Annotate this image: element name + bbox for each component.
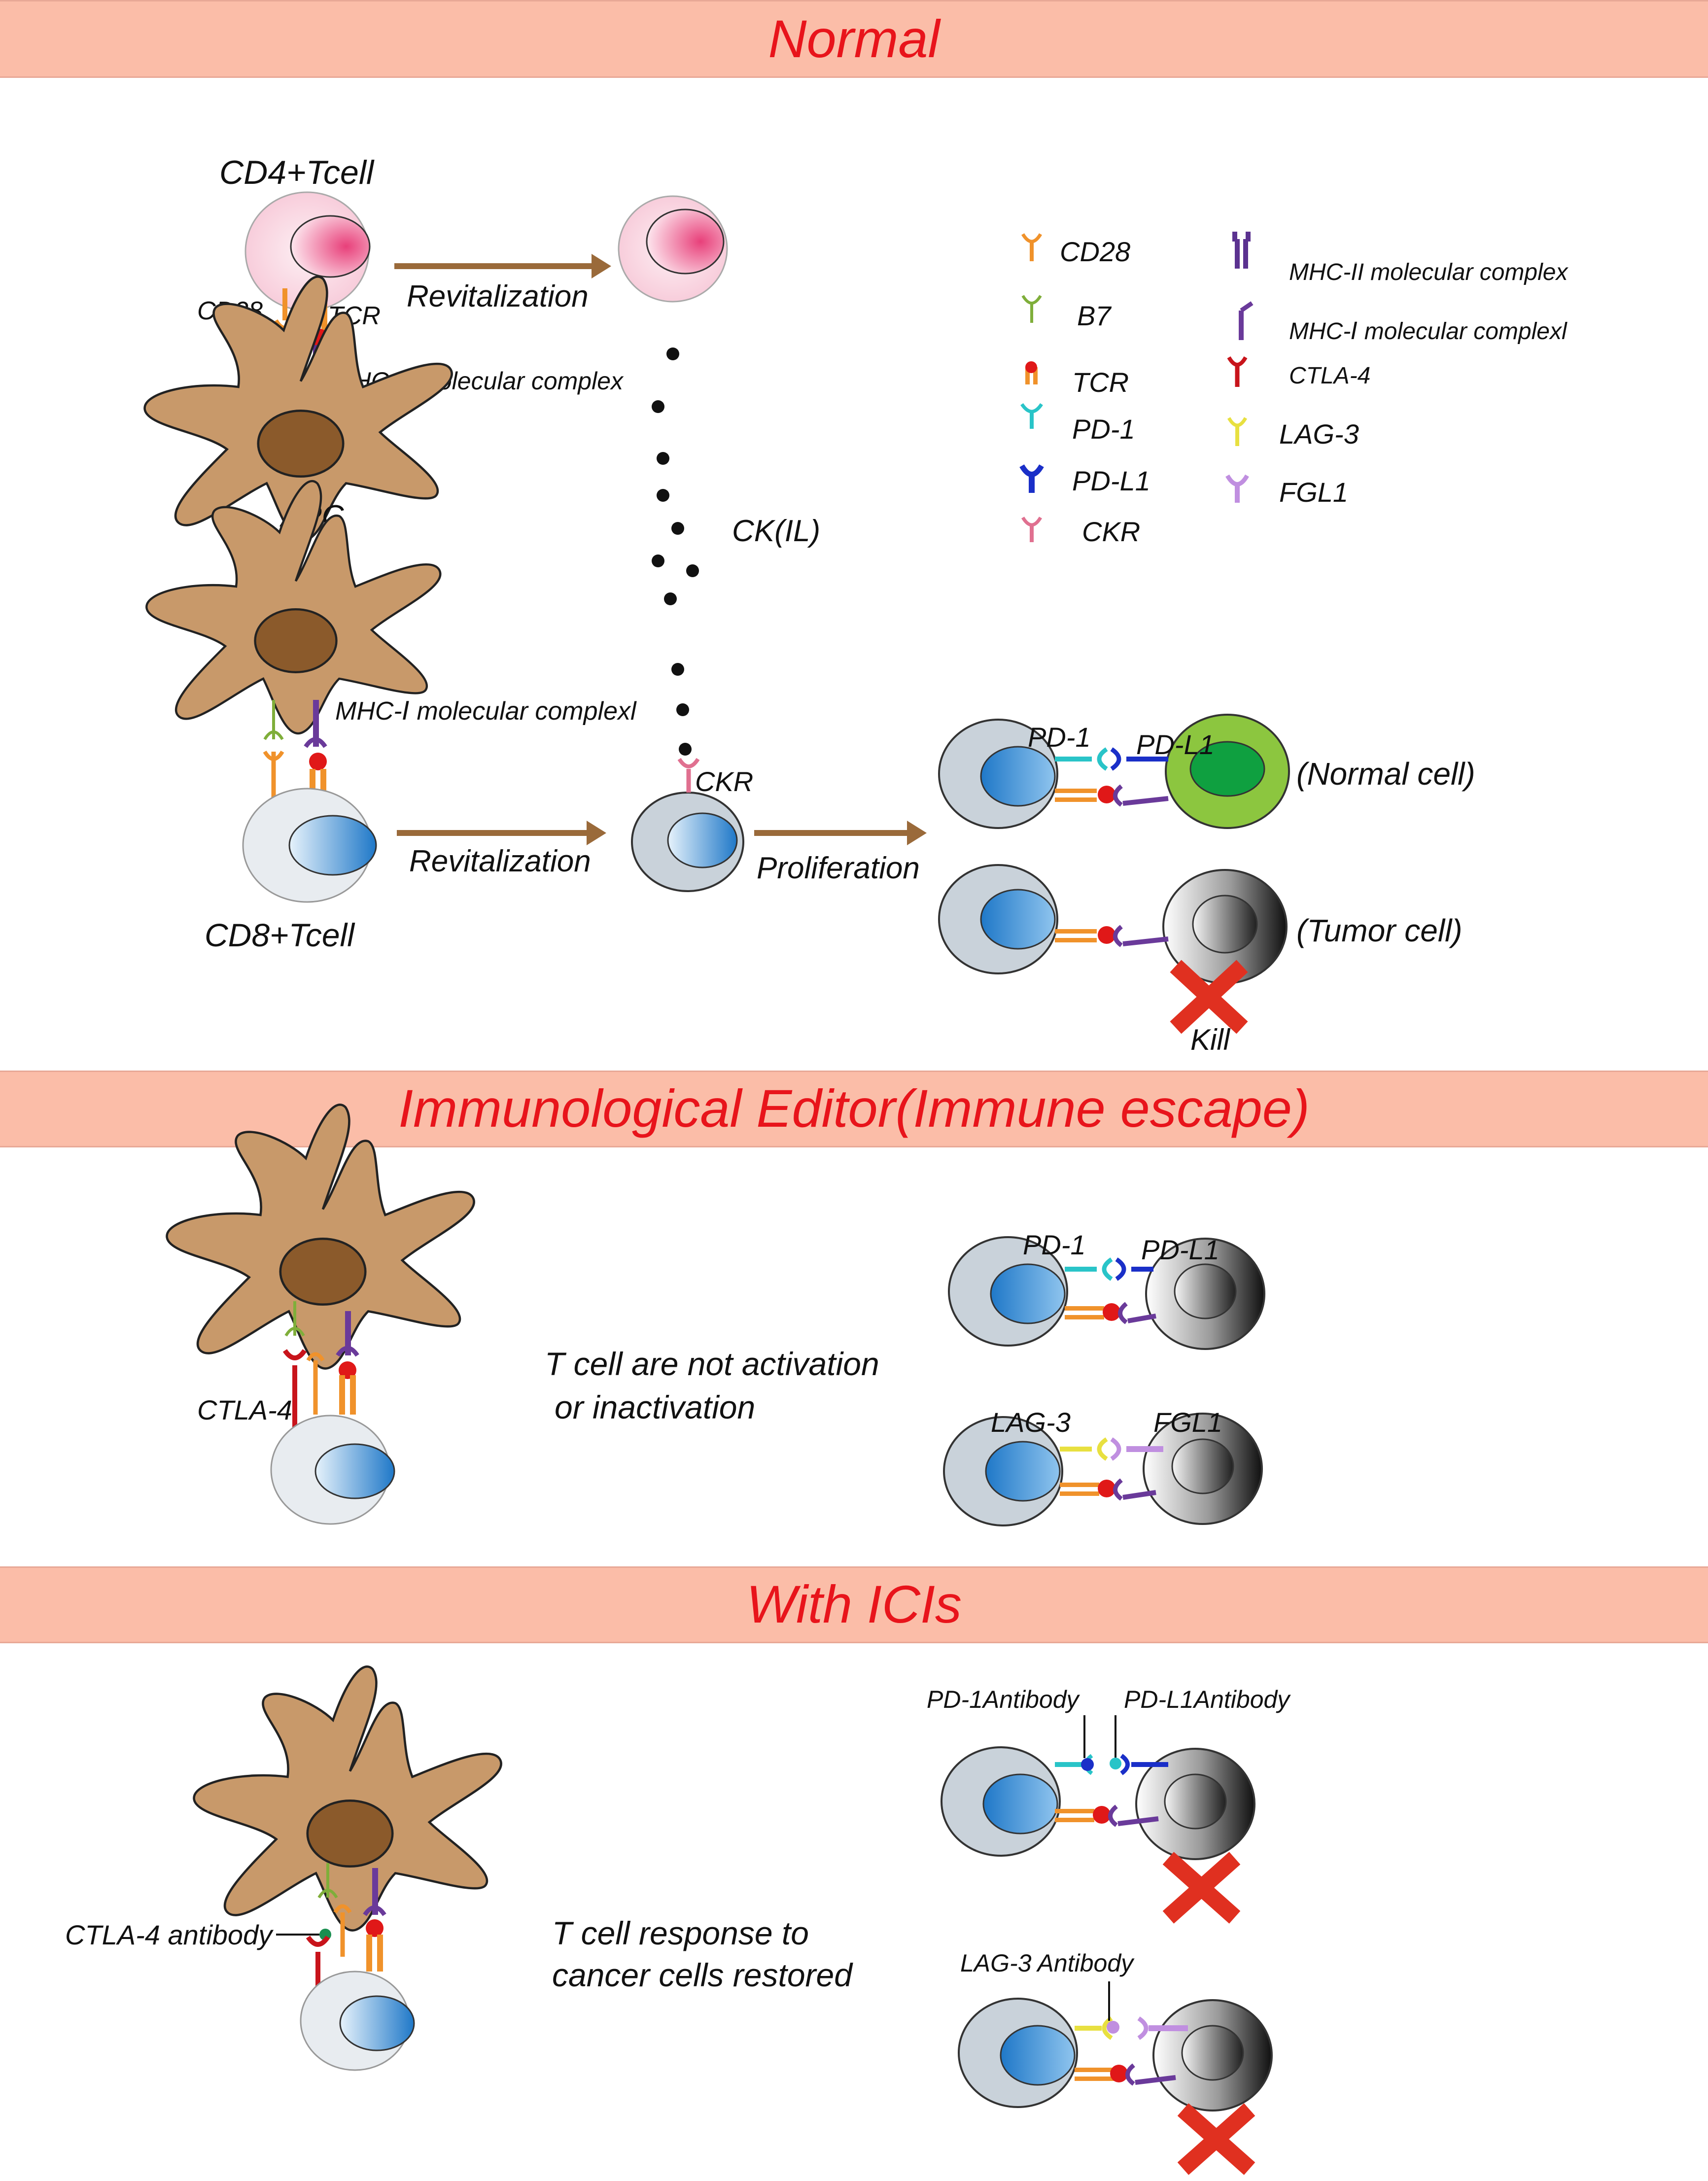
pd1-antibody-label: PD-1Antibody [927, 1686, 1080, 1713]
legend-ctla4: CTLA-4 [1227, 356, 1370, 389]
legend-lag3-label: LAG-3 [1279, 418, 1359, 450]
section-title-normal: Normal [768, 9, 940, 69]
lag3-antibody-label: LAG-3 Antibody [960, 1949, 1135, 1977]
section-title-icis: With ICIs [746, 1574, 962, 1634]
ctla4-receptor-icon [1227, 356, 1248, 387]
ck-il-label: CK(IL) [732, 514, 820, 548]
section-header-escape: Immunological Editor(Immune escape) [0, 1071, 1708, 1147]
icis-apc-synapse [276, 1863, 386, 2006]
pd1-label-escape: PD-1 [1023, 1229, 1086, 1260]
legend-pdl1: PD-L1 [1019, 464, 1150, 496]
activated-cd4-cell [618, 195, 728, 303]
legend-cd28-label: CD28 [1060, 236, 1130, 267]
kill-cross-icon [1170, 960, 1248, 1034]
legend-ckr-label: CKR [1082, 516, 1140, 547]
apc-cell-icis [194, 1666, 501, 1930]
legend-pd1: PD-1 [1020, 403, 1135, 445]
escape-lag3-fgl1-interaction [943, 1413, 1263, 1526]
kill-cross-icon [1162, 1852, 1241, 1924]
section-header-normal: Normal [0, 0, 1708, 78]
legend-ctla4-label: CTLA-4 [1289, 363, 1370, 389]
escape-pd1-pdl1-interaction [948, 1236, 1265, 1350]
legend-fgl1: FGL1 [1225, 474, 1348, 508]
icis-message-line1: T cell response to [552, 1915, 809, 1951]
pdl1-label-normal: PD-L1 [1136, 729, 1215, 760]
lag3-receptor-icon [1227, 417, 1248, 446]
legend-mhc1-label: MHC-Ⅰ molecular complexl [1289, 318, 1568, 345]
legend-ckr: CKR [1021, 516, 1140, 547]
section-title-escape: Immunological Editor(Immune escape) [398, 1078, 1310, 1138]
mhc1-label: MHC-Ⅰ molecular complexl [335, 697, 637, 726]
cd4-tcell-label: CD4+Tcell [219, 154, 375, 191]
fgl1-label-escape: FGL1 [1153, 1407, 1222, 1438]
ctla4-label-escape: CTLA-4 [197, 1394, 292, 1425]
revitalization-arrow-top [394, 254, 611, 278]
icis-lag3-blockade [958, 1981, 1273, 2175]
escape-apc-synapse [282, 1301, 359, 1444]
legend-pd1-label: PD-1 [1072, 414, 1135, 445]
lag3-label-escape: LAG-3 [991, 1407, 1071, 1438]
cd8-tcell-label: CD8+Tcell [205, 917, 355, 953]
section-header-icis: With ICIs [0, 1566, 1708, 1643]
revitalization-arrow-bottom [397, 821, 606, 845]
tcell-normal-cell-interaction [938, 714, 1290, 829]
tcell-icis [300, 1971, 415, 2071]
legend-b7-label: B7 [1077, 300, 1112, 331]
icis-message-line2: cancer cells restored [552, 1957, 853, 1993]
pdl1-antibody-label: PD-L1Antibody [1124, 1686, 1291, 1713]
pdl1-receptor-icon [1019, 464, 1044, 493]
icis-pd1-pdl1-blockade [941, 1715, 1255, 1924]
legend-mhc1: MHC-Ⅰ molecular complexl [1239, 301, 1568, 345]
cytokine-dots [652, 347, 699, 756]
tumor-cell-label: (Tumor cell) [1296, 913, 1463, 948]
kill-cross-icon [1177, 2103, 1255, 2175]
fgl1-receptor-icon [1225, 474, 1249, 503]
normal-cell-label: (Normal cell) [1296, 756, 1475, 792]
legend-b7: B7 [1021, 295, 1112, 331]
legend-mhc2-label: MHC-II molecular complex [1289, 259, 1569, 285]
tcell-tumor-cell-interaction [938, 864, 1288, 1034]
legend-fgl1-label: FGL1 [1279, 477, 1348, 508]
tcell-escape [270, 1415, 395, 1525]
escape-message-line1: T cell are not activation [545, 1346, 879, 1382]
mhc1-receptor-icon [1239, 301, 1254, 340]
cd28-receptor-icon [1021, 233, 1043, 261]
escape-message-line2: or inactivation [555, 1389, 755, 1425]
pdl1-label-escape: PD-L1 [1141, 1234, 1220, 1265]
legend-tcr-label: TCR [1072, 367, 1129, 398]
proliferation-arrow [754, 821, 927, 845]
tcr-receptor-icon [1025, 361, 1038, 384]
revitalization-label-top: Revitalization [407, 279, 589, 313]
legend-tcr: TCR [1025, 361, 1129, 398]
pd1-label-normal: PD-1 [1028, 722, 1091, 753]
ckr-label: CKR [695, 766, 753, 797]
legend-pdl1-label: PD-L1 [1072, 465, 1150, 496]
legend-mhc2: MHC-II molecular complex [1232, 232, 1569, 285]
b7-receptor-icon [1021, 295, 1042, 323]
proliferation-label: Proliferation [757, 851, 920, 885]
legend-cd28: CD28 [1021, 233, 1130, 267]
cd8-t-cell [242, 788, 377, 903]
legend: CD28 B7 TCR PD-1 PD-L1 CKR MHC-II molecu… [1019, 232, 1569, 547]
apc-cell-escape [167, 1105, 474, 1368]
mhc2-receptor-icon [1232, 232, 1251, 269]
ckr-receptor-icon [1021, 517, 1043, 542]
pd1-receptor-icon [1020, 403, 1043, 429]
revitalization-label-bottom: Revitalization [409, 844, 591, 878]
activated-cd8-cell [631, 758, 744, 892]
legend-lag3: LAG-3 [1227, 417, 1359, 450]
ctla4-antibody-label: CTLA-4 antibody [65, 1919, 274, 1950]
kill-label: Kill [1190, 1023, 1231, 1056]
